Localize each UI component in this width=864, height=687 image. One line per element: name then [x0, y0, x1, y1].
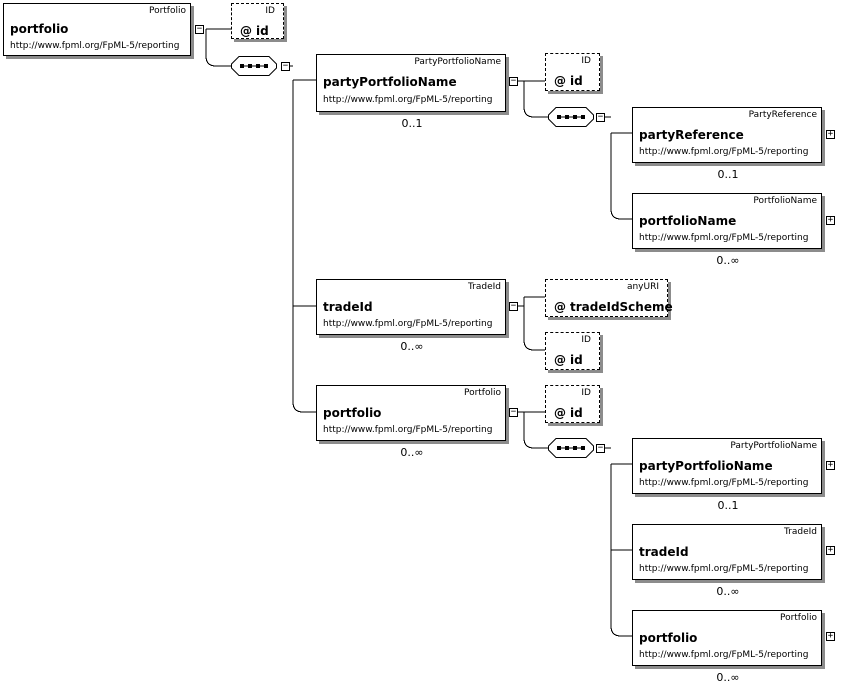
- namespace-label: http://www.fpml.org/FpML-5/reporting: [639, 478, 809, 488]
- collapse-toggle-tradeId[interactable]: −: [509, 301, 518, 311]
- attribute-name: tradeIdScheme: [570, 300, 673, 314]
- element-partyPortfolioName[interactable]: PartyPortfolioName partyPortfolioName ht…: [316, 54, 506, 112]
- attribute-icon: @: [554, 74, 566, 88]
- type-label: Portfolio: [463, 388, 501, 398]
- collapse-toggle-sequence[interactable]: −: [281, 61, 290, 71]
- attribute-icon: @: [554, 406, 566, 420]
- type-label: Portfolio: [779, 613, 817, 623]
- cardinality-label: 0..∞: [716, 671, 740, 684]
- namespace-label: http://www.fpml.org/FpML-5/reporting: [323, 95, 493, 105]
- type-label: ID: [581, 56, 591, 66]
- namespace-label: http://www.fpml.org/FpML-5/reporting: [639, 564, 809, 574]
- attribute-id-root[interactable]: ID @ id: [231, 3, 284, 39]
- type-label: TradeId: [467, 282, 501, 292]
- namespace-label: http://www.fpml.org/FpML-5/reporting: [639, 233, 809, 243]
- attribute-id-ppn[interactable]: ID @ id: [545, 53, 600, 91]
- attribute-name: id: [570, 353, 583, 367]
- type-label: ID: [265, 6, 275, 16]
- namespace-label: http://www.fpml.org/FpML-5/reporting: [323, 319, 493, 329]
- expand-toggle-partyPortfolioName[interactable]: +: [826, 460, 835, 470]
- attribute-name: id: [570, 74, 583, 88]
- connector-seq-portfolio: [292, 401, 316, 413]
- element-name: portfolio: [323, 406, 382, 420]
- element-name: tradeId: [639, 545, 689, 559]
- element-name: portfolio: [10, 22, 69, 36]
- cardinality-label: 0..∞: [716, 585, 740, 598]
- type-label: PartyPortfolioName: [730, 441, 817, 451]
- namespace-label: http://www.fpml.org/FpML-5/reporting: [639, 650, 809, 660]
- type-label: Portfolio: [148, 6, 186, 16]
- element-partyReference[interactable]: PartyReference partyReference http://www…: [632, 107, 822, 163]
- element-portfolio[interactable]: Portfolio portfolio http://www.fpml.org/…: [316, 385, 506, 441]
- cardinality-label: 0..∞: [400, 340, 424, 353]
- cardinality-label: 0..1: [717, 168, 739, 181]
- cardinality-label: 0..1: [401, 117, 423, 130]
- attribute-id-portfolio[interactable]: ID @ id: [545, 385, 600, 423]
- type-label: anyURI: [626, 282, 659, 292]
- element-name: partyReference: [639, 128, 744, 142]
- connector-root-seq: [205, 29, 231, 67]
- element-portfolio-root[interactable]: Portfolio portfolio http://www.fpml.org/…: [3, 3, 191, 56]
- attribute-id-tradeId[interactable]: ID @ id: [545, 332, 600, 370]
- attribute-icon: @: [554, 353, 566, 367]
- element-name: partyPortfolioName: [639, 459, 773, 473]
- element-name: portfolio: [639, 631, 698, 645]
- element-portfolioName[interactable]: PortfolioName portfolioName http://www.f…: [632, 193, 822, 249]
- element-tradeId-nested[interactable]: TradeId tradeId http://www.fpml.org/FpML…: [632, 524, 822, 580]
- collapse-toggle-ppn[interactable]: −: [509, 76, 518, 86]
- type-label: PartyPortfolioName: [414, 57, 501, 67]
- expand-toggle-portfolioName[interactable]: +: [826, 215, 835, 225]
- collapse-toggle-portfolio[interactable]: −: [509, 407, 518, 417]
- element-name: tradeId: [323, 300, 373, 314]
- cardinality-label: 0..∞: [716, 254, 740, 267]
- attribute-name: id: [570, 406, 583, 420]
- type-label: ID: [581, 388, 591, 398]
- element-name: partyPortfolioName: [323, 75, 457, 89]
- element-portfolio-nested[interactable]: Portfolio portfolio http://www.fpml.org/…: [632, 610, 822, 666]
- collapse-toggle-sequence[interactable]: −: [596, 443, 605, 453]
- type-label: ID: [581, 335, 591, 345]
- attribute-icon: @: [240, 24, 252, 38]
- expand-toggle-tradeId[interactable]: +: [826, 545, 835, 555]
- attribute-tradeIdScheme[interactable]: anyURI @ tradeIdScheme: [545, 279, 673, 317]
- namespace-label: http://www.fpml.org/FpML-5/reporting: [10, 41, 180, 51]
- attribute-icon: @: [554, 300, 566, 314]
- type-label: PartyReference: [748, 110, 817, 120]
- type-label: TradeId: [783, 527, 817, 537]
- namespace-label: http://www.fpml.org/FpML-5/reporting: [639, 147, 809, 157]
- collapse-toggle-sequence[interactable]: −: [596, 112, 605, 122]
- type-label: PortfolioName: [753, 196, 817, 206]
- element-partyPortfolioName-nested[interactable]: PartyPortfolioName partyPortfolioName ht…: [632, 438, 822, 494]
- cardinality-label: 0..∞: [400, 446, 424, 459]
- sequence-icon[interactable]: [548, 438, 594, 458]
- expand-toggle-partyReference[interactable]: +: [826, 129, 835, 139]
- cardinality-label: 0..1: [717, 499, 739, 512]
- attribute-name: id: [256, 24, 269, 38]
- sequence-icon[interactable]: [548, 107, 594, 127]
- expand-toggle-portfolio[interactable]: +: [826, 631, 835, 641]
- collapse-toggle-root[interactable]: −: [195, 24, 204, 34]
- element-name: portfolioName: [639, 214, 737, 228]
- element-tradeId[interactable]: TradeId tradeId http://www.fpml.org/FpML…: [316, 279, 506, 335]
- namespace-label: http://www.fpml.org/FpML-5/reporting: [323, 425, 493, 435]
- sequence-icon[interactable]: [231, 56, 277, 76]
